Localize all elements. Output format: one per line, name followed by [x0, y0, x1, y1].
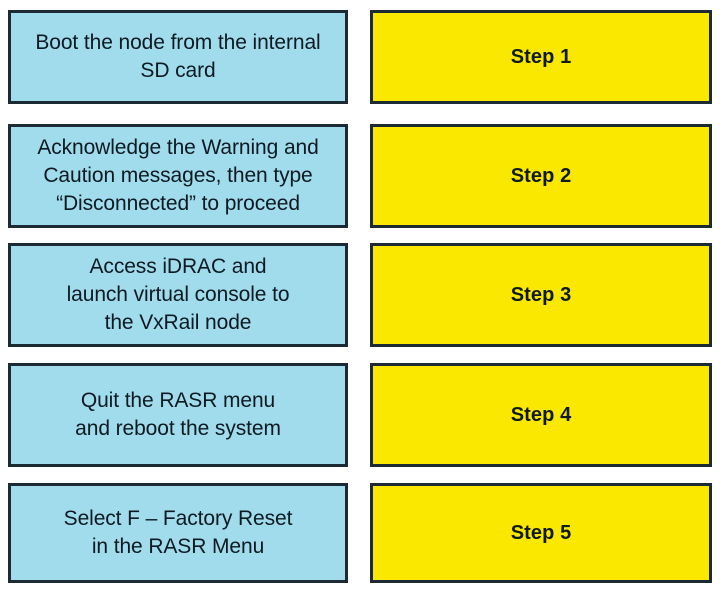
step-box-5-label: Step 5	[510, 521, 572, 544]
action-box-3-label: Access iDRAC and launch virtual console …	[66, 255, 290, 334]
step-box-3-label: Step 3	[510, 283, 572, 306]
action-box-5-label: Select F – Factory Reset in the RASR Men…	[63, 507, 293, 558]
action-box-4[interactable]: Quit the RASR menu and reboot the system	[8, 363, 348, 467]
process-row-4: Quit the RASR menu and reboot the system…	[0, 363, 723, 467]
action-box-2[interactable]: Acknowledge the Warning and Caution mess…	[8, 124, 348, 228]
action-box-1[interactable]: Boot the node from the internal SD card	[8, 10, 348, 104]
action-box-4-label: Quit the RASR menu and reboot the system	[75, 389, 281, 440]
action-box-1-label: Boot the node from the internal SD card	[35, 31, 321, 82]
process-row-3: Access iDRAC and launch virtual console …	[0, 243, 723, 347]
process-row-2: Acknowledge the Warning and Caution mess…	[0, 124, 723, 228]
process-row-1: Boot the node from the internal SD card …	[0, 10, 723, 104]
process-row-5: Select F – Factory Reset in the RASR Men…	[0, 483, 723, 583]
step-box-1[interactable]: Step 1	[370, 10, 712, 104]
step-box-5[interactable]: Step 5	[370, 483, 712, 583]
step-box-4-label: Step 4	[510, 403, 572, 426]
step-box-3[interactable]: Step 3	[370, 243, 712, 347]
action-box-2-label: Acknowledge the Warning and Caution mess…	[37, 136, 319, 215]
step-box-1-label: Step 1	[510, 45, 572, 68]
action-box-3[interactable]: Access iDRAC and launch virtual console …	[8, 243, 348, 347]
step-box-4[interactable]: Step 4	[370, 363, 712, 467]
action-box-5[interactable]: Select F – Factory Reset in the RASR Men…	[8, 483, 348, 583]
step-box-2[interactable]: Step 2	[370, 124, 712, 228]
step-box-2-label: Step 2	[510, 164, 572, 187]
